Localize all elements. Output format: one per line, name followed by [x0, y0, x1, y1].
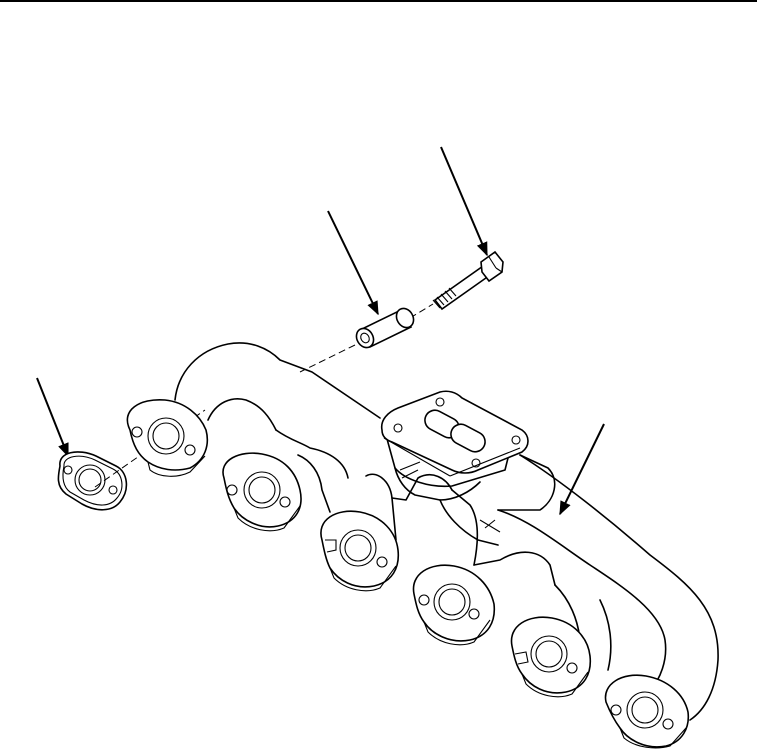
gasket-callout-arrow: [36, 377, 69, 458]
exhaust-manifold: [126, 342, 719, 749]
bolt-callout-arrow: [440, 146, 488, 257]
spacer-axis-line: [299, 344, 356, 373]
manifold-port-flange-3: [320, 510, 400, 592]
manifold-port-flange-2: [222, 452, 302, 532]
gasket: [57, 451, 128, 511]
manifold-port-flange-5: [510, 616, 592, 698]
spacer: [355, 307, 415, 349]
manifold-callout-arrow: [559, 423, 605, 516]
bolt: [432, 250, 504, 311]
header-rule: [0, 0, 757, 2]
manifold-port-flange-1: [126, 399, 209, 477]
spacer-callout-arrow: [327, 210, 379, 316]
manifold-port-flange-4: [412, 564, 496, 646]
bolt-axis-line: [409, 303, 434, 319]
manifold-port-flange-6: [604, 674, 690, 749]
